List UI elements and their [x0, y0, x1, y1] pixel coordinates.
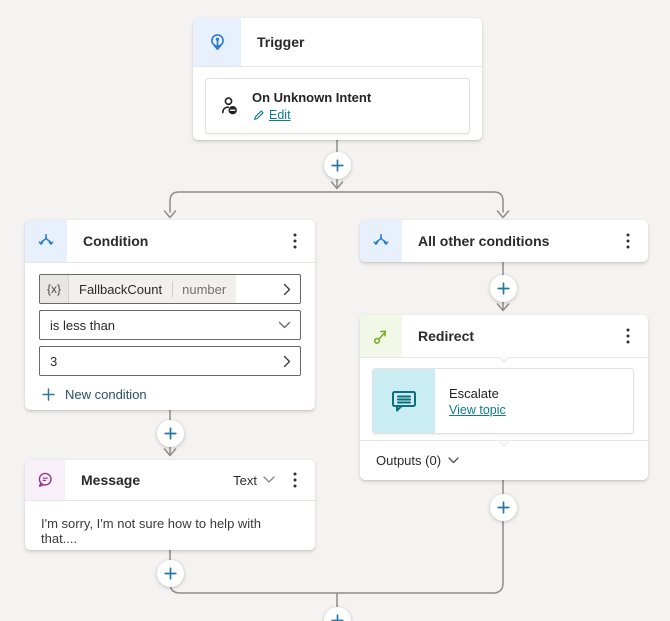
- condition-title: Condition: [83, 233, 149, 249]
- add-node-button[interactable]: [156, 559, 184, 587]
- redirect-title: Redirect: [418, 328, 475, 344]
- redirect-icon: [360, 315, 402, 357]
- plus-icon: [496, 500, 510, 514]
- condition-node[interactable]: Condition {x} FallbackCount number: [25, 220, 315, 410]
- chevron-down-icon: [263, 476, 275, 483]
- variable-chip: {x} FallbackCount number: [40, 275, 237, 303]
- chevron-down-icon[interactable]: [269, 321, 300, 329]
- condition-value-field[interactable]: 3: [39, 346, 301, 376]
- message-node[interactable]: Message Text I'm sorry, I'm not sure how…: [25, 460, 315, 550]
- redirect-header: Redirect: [360, 315, 648, 358]
- redirect-menu-button[interactable]: [618, 323, 638, 349]
- message-header: Message Text: [25, 460, 315, 501]
- trigger-item-card[interactable]: On Unknown Intent Edit: [205, 78, 470, 134]
- message-type-select[interactable]: Text: [233, 473, 275, 488]
- add-node-button[interactable]: [489, 274, 517, 302]
- redirect-topic-title: Escalate: [449, 385, 499, 401]
- new-condition-label: New condition: [65, 387, 147, 402]
- chevron-right-icon[interactable]: [274, 283, 300, 296]
- chip-separator: [172, 281, 174, 297]
- view-topic-link[interactable]: View topic: [449, 402, 506, 417]
- message-menu-button[interactable]: [285, 467, 305, 493]
- plus-icon: [163, 566, 177, 580]
- trigger-icon: [193, 18, 241, 66]
- add-node-button[interactable]: [489, 493, 517, 521]
- plus-icon: [330, 614, 344, 621]
- trigger-item-title: On Unknown Intent: [252, 90, 372, 105]
- message-title: Message: [81, 472, 141, 488]
- collapse-notch: [499, 357, 509, 362]
- new-condition-button[interactable]: New condition: [39, 387, 301, 402]
- chevron-down-icon: [448, 457, 459, 464]
- variable-type: number: [182, 281, 227, 297]
- variable-x-badge: {x}: [40, 275, 70, 303]
- topic-message-icon: [373, 369, 435, 433]
- variable-name: FallbackCount: [79, 281, 163, 297]
- unknown-intent-icon: [206, 95, 252, 117]
- message-icon: [25, 460, 65, 500]
- condition-menu-button[interactable]: [285, 228, 305, 254]
- chevron-right-icon[interactable]: [274, 355, 300, 368]
- comparison-value: 3: [50, 353, 58, 369]
- condition-variable-field[interactable]: {x} FallbackCount number: [39, 274, 301, 304]
- all-other-conditions-menu-button[interactable]: [618, 228, 638, 254]
- branch-condition-icon: [25, 220, 67, 262]
- trigger-title: Trigger: [257, 34, 305, 50]
- plus-icon: [330, 158, 344, 172]
- all-other-conditions-title: All other conditions: [418, 233, 550, 249]
- condition-operator-select[interactable]: is less than: [39, 310, 301, 340]
- edit-link[interactable]: Edit: [269, 108, 291, 122]
- redirect-node[interactable]: Redirect Escalate View topic: [360, 315, 648, 480]
- branch-condition-icon: [360, 220, 402, 262]
- outputs-label: Outputs (0): [376, 453, 442, 468]
- all-other-conditions-node[interactable]: All other conditions: [360, 220, 648, 262]
- add-node-button[interactable]: [156, 419, 184, 447]
- message-type-value: Text: [233, 472, 257, 488]
- trigger-header: Trigger: [193, 18, 482, 67]
- message-body-text[interactable]: I'm sorry, I'm not sure how to help with…: [41, 516, 262, 546]
- outputs-toggle[interactable]: Outputs (0): [360, 440, 648, 480]
- plus-icon: [42, 388, 55, 401]
- pencil-icon: [254, 109, 264, 120]
- collapse-notch: [499, 441, 509, 446]
- add-node-button[interactable]: [323, 151, 351, 179]
- plus-icon: [163, 426, 177, 440]
- redirect-topic-card[interactable]: Escalate View topic: [372, 368, 634, 434]
- plus-icon: [496, 281, 510, 295]
- operator-value: is less than: [50, 317, 116, 333]
- trigger-node[interactable]: Trigger On Unknown Intent Edit: [193, 18, 482, 140]
- all-other-conditions-header: All other conditions: [360, 220, 648, 262]
- condition-header: Condition: [25, 220, 315, 263]
